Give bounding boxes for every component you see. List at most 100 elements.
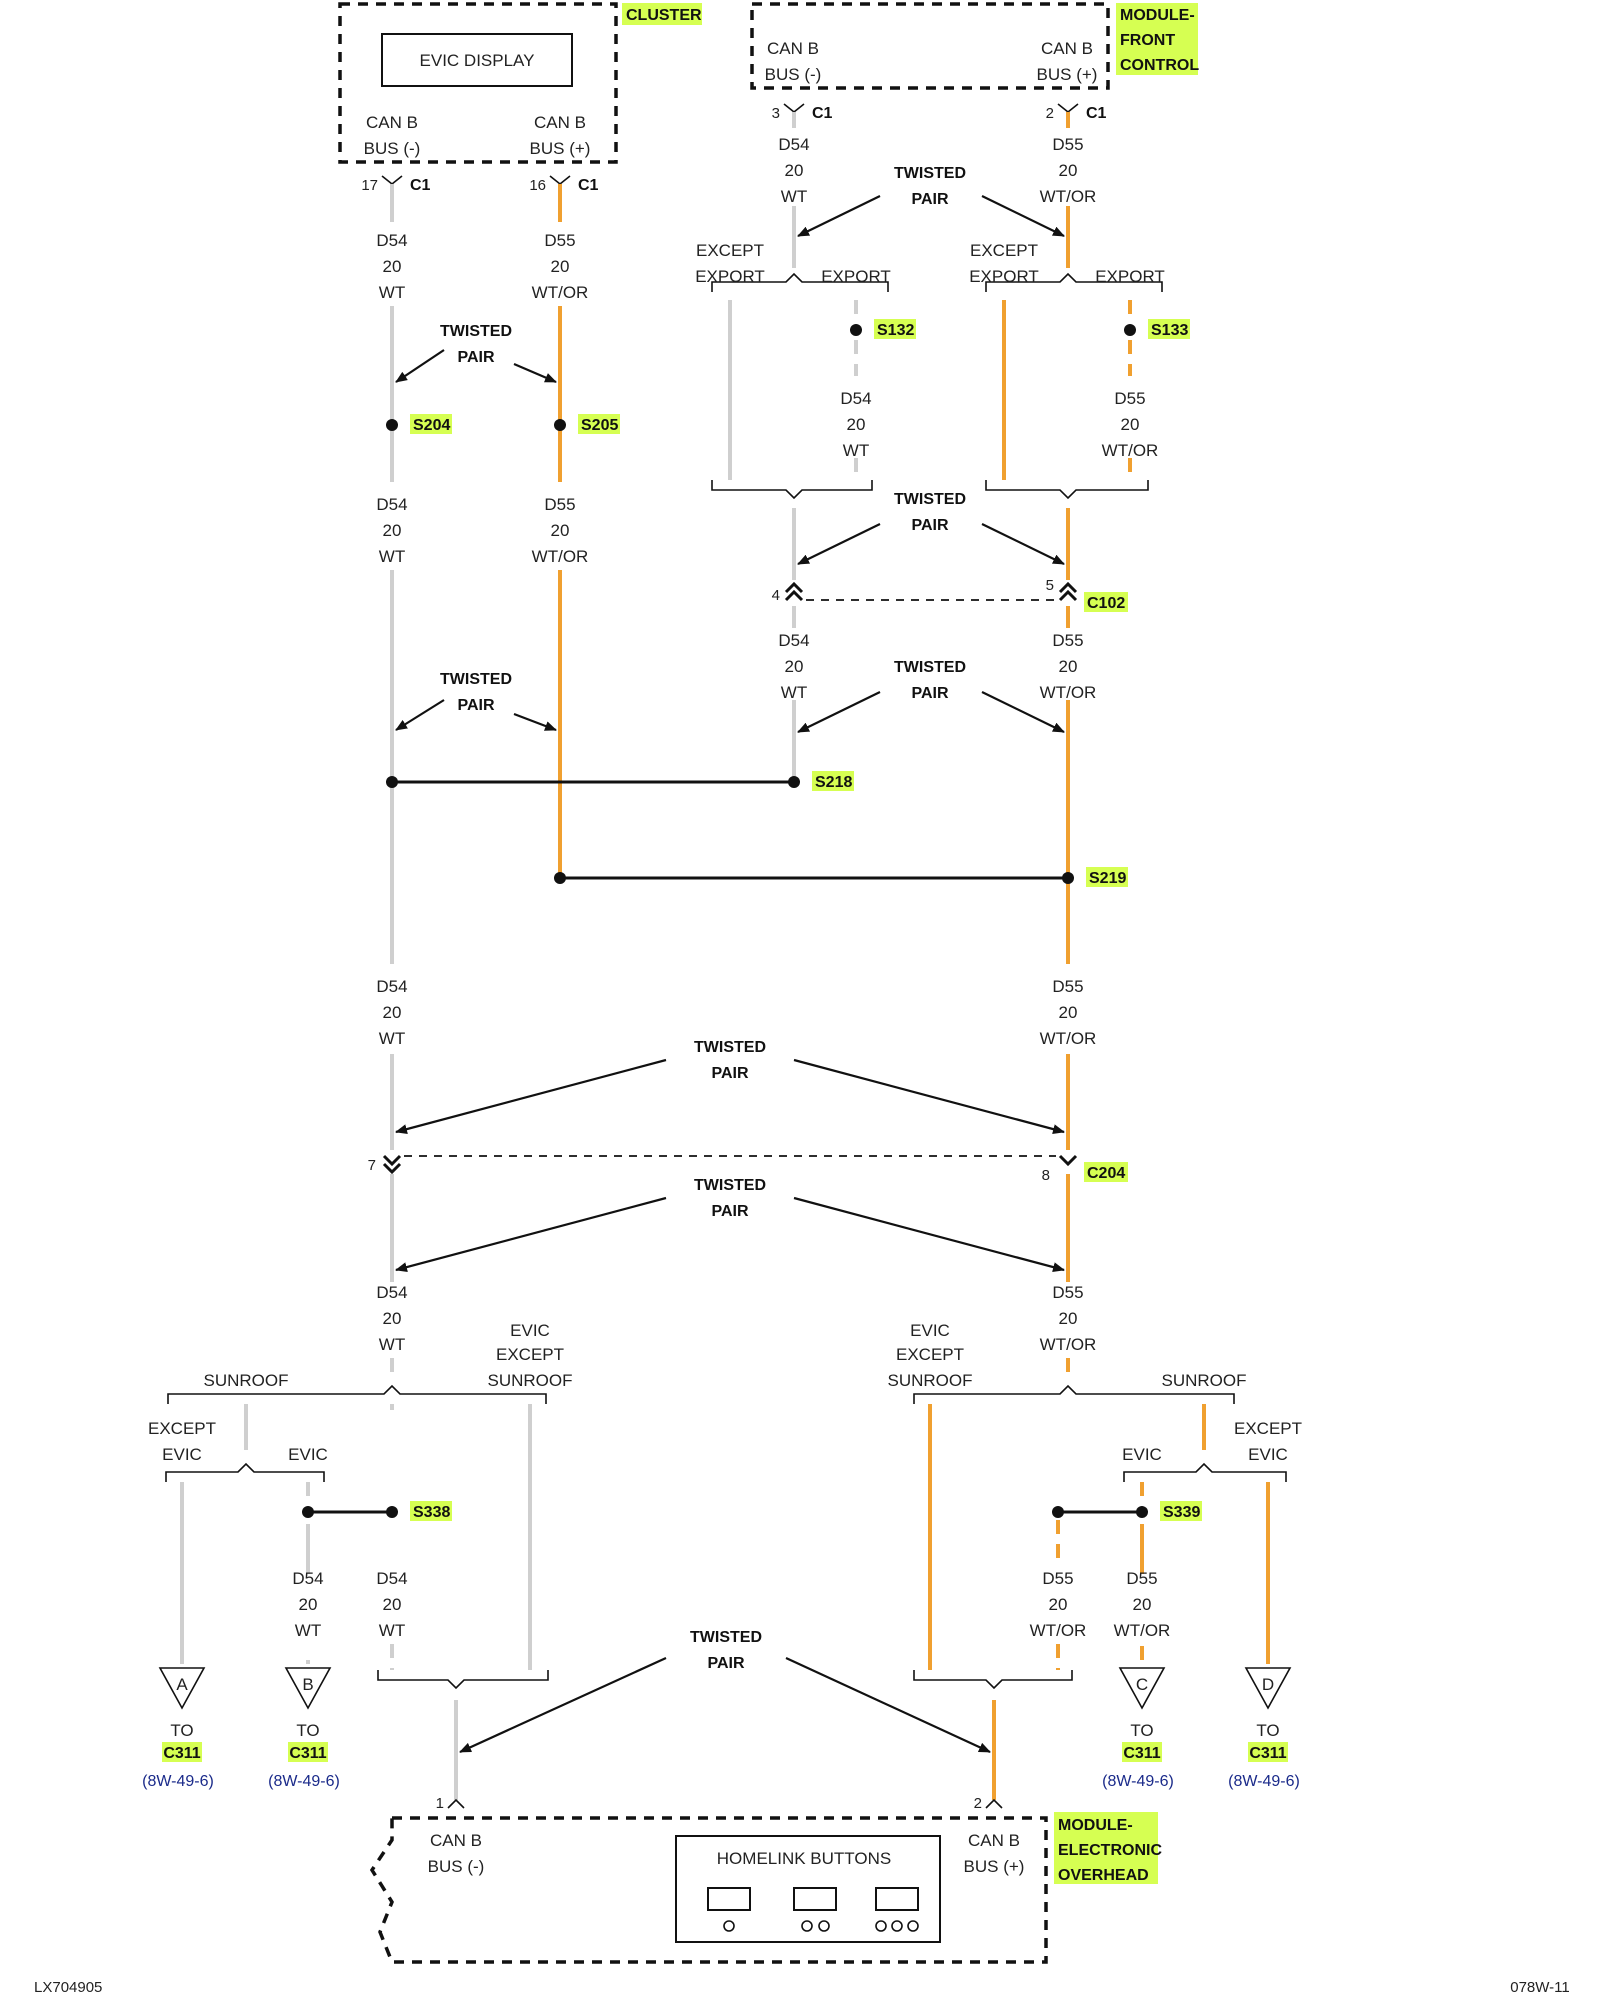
wire-color-label: WT [295,1621,321,1640]
fcm-label-2: FRONT [1120,32,1175,49]
splice-dot [554,872,566,884]
overhead-label-3: OVERHEAD [1058,1867,1149,1884]
export-merge-bracket [985,480,1149,500]
splice-dot [386,419,398,431]
offpage-letter: B [302,1675,313,1694]
wire-gauge-label: 20 [1059,1003,1078,1022]
offpage-a: A TO C311 (8W-49-6) [142,1667,214,1790]
offpage-triangle [158,1667,206,1710]
offpage-to: TO [1130,1721,1153,1740]
overhead-module: 1 2 CAN B BUS (-) CAN B BUS (+) MODULE- … [369,1795,1162,1964]
wire-d55-label: D55 [1052,631,1083,650]
wire-color-label: WT/OR [1040,1335,1097,1354]
sunroof-label: SUNROOF [204,1371,289,1390]
evic-label: EVIC [1122,1445,1162,1464]
offpage-reference: (8W-49-6) [268,1773,340,1790]
offpage-triangle [1118,1667,1166,1710]
connector-c204-label: C204 [1087,1165,1125,1182]
wire-gauge-label: 20 [785,161,804,180]
splice-dot [788,776,800,788]
twisted-pair-arrow [797,523,881,565]
wire-color-label: WT [379,1335,405,1354]
twisted-pair-arrow [793,1058,1065,1134]
connector-c204: 7 8 C204 [368,1154,1128,1184]
wire-color-label: WT/OR [1040,187,1097,206]
homelink-button-3[interactable] [875,1887,919,1911]
twisted-pair-label: PAIR [457,349,494,366]
cluster-c1-left: C1 [410,177,431,194]
twisted-pair-arrow [981,691,1065,733]
wire-d54-label: D54 [376,495,407,514]
evic-label: EVIC [910,1321,950,1340]
twisted-pair-label: TWISTED [694,1039,766,1056]
splice-dot [1062,872,1074,884]
pin-17-symbol [381,175,403,186]
overhead-label-2: ELECTRONIC [1058,1842,1162,1859]
splice-s219: S219 [1089,870,1126,887]
evic-label: EVIC [510,1321,550,1340]
twisted-pair-label: PAIR [707,1655,744,1672]
twisted-pair-arrow [395,1196,667,1272]
twisted-pair-label: PAIR [911,517,948,534]
wire-color-label: WT [781,683,807,702]
export-label: EXPORT [1095,267,1165,286]
wire-d54-label: D54 [292,1569,323,1588]
fcm-label-3: CONTROL [1120,57,1199,74]
offpage-connector: C311 [289,1745,326,1762]
pin-2: 2 [1046,105,1054,122]
pin-2: 2 [974,1795,982,1812]
wire-color-label: WT [843,441,869,460]
offpage-triangle [284,1667,332,1710]
export-branch-bracket [985,272,1163,292]
pin-16-symbol [549,175,571,186]
wire-gauge-label: 20 [383,521,402,540]
pin-8: 8 [1042,1167,1050,1184]
offpage-letter: A [176,1675,188,1694]
pin-5: 5 [1046,577,1054,594]
pin-1: 1 [436,1795,444,1812]
wire-d55-label: D55 [544,495,575,514]
overhead-neg-label-1: CAN B [430,1831,482,1850]
cluster-label: CLUSTER [626,7,702,24]
twisted-pair-arrow [395,349,445,383]
wire-gauge-label: 20 [383,1003,402,1022]
twisted-pair-label: TWISTED [894,659,966,676]
twisted-pair-label: PAIR [911,685,948,702]
twisted-pair-arrow [785,1657,991,1753]
wire-gauge-label: 20 [1059,161,1078,180]
splice-dot [1136,1506,1148,1518]
cluster-neg-label-2: BUS (-) [364,139,421,158]
offpage-triangle [1244,1667,1292,1710]
except-label: EXCEPT [148,1419,216,1438]
evic-label: EVIC [288,1445,328,1464]
twisted-pair-label: TWISTED [440,323,512,340]
evic-display-label: EVIC DISPLAY [420,51,535,70]
wire-color-label: WT/OR [1102,441,1159,460]
fcm-pos-label-1: CAN B [1041,39,1093,58]
wire-d54-label: D54 [376,231,407,250]
pin-7: 7 [368,1157,376,1174]
pin-17: 17 [361,177,378,194]
evic-display-box [381,33,573,87]
wire-color-label: WT [781,187,807,206]
wire-d54-label: D54 [840,389,871,408]
wire-gauge-label: 20 [847,415,866,434]
export-merge-bracket [711,480,873,500]
twisted-pair-label: PAIR [711,1203,748,1220]
fcm-pos-label-2: BUS (+) [1037,65,1098,84]
wire-gauge-label: 20 [383,257,402,276]
fcm-label-1: MODULE- [1120,7,1195,24]
homelink-button-1[interactable] [707,1887,751,1911]
pin-16: 16 [529,177,546,194]
twisted-pair-label: TWISTED [894,165,966,182]
wire-d55-label: D55 [1126,1569,1157,1588]
wire-gauge-label: 20 [551,521,570,540]
overhead-neg-label-2: BUS (-) [428,1857,485,1876]
wire-gauge-label: 20 [299,1595,318,1614]
homelink-led [723,1920,735,1932]
homelink-button-2[interactable] [793,1887,837,1911]
connector-c102: 4 5 C102 [772,577,1128,612]
offpage-c: C TO C311 (8W-49-6) [1102,1667,1174,1790]
splice-dot [1124,324,1136,336]
splice-s218: S218 [815,774,852,791]
